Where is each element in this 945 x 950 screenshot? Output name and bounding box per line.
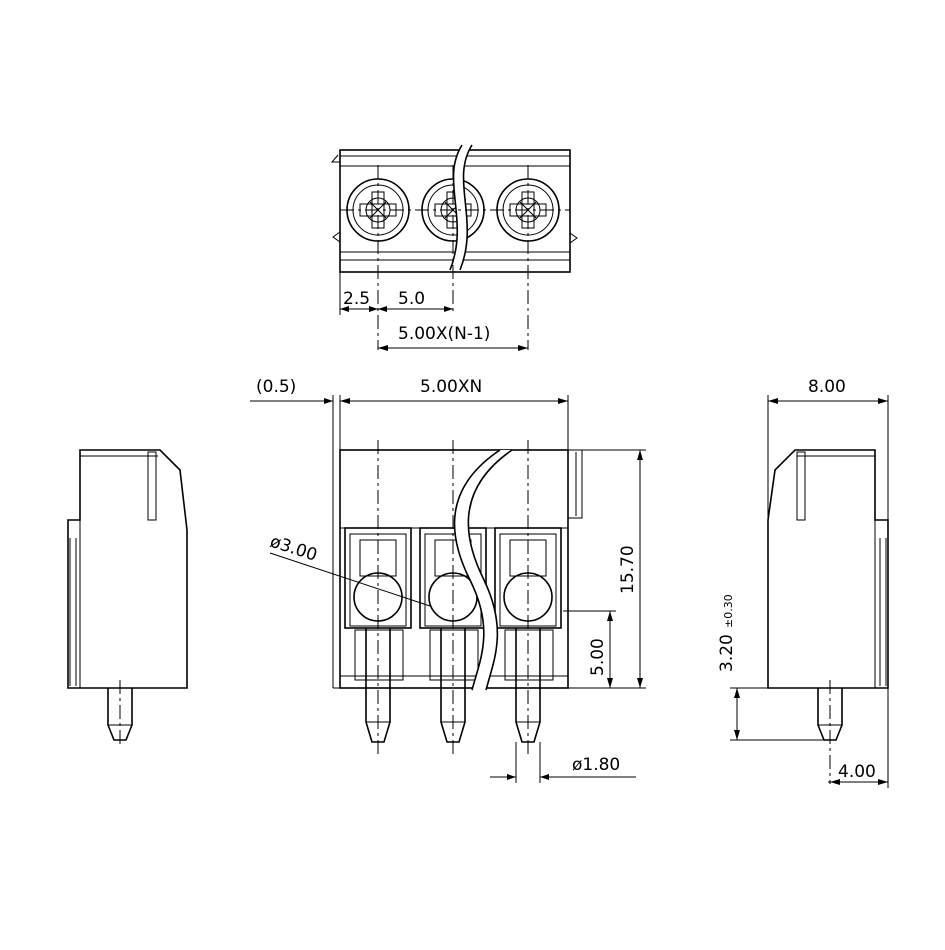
front-break-line-2	[467, 449, 513, 691]
dim-half-pitch: 2.5	[343, 289, 370, 309]
left-side-view	[67, 449, 188, 748]
top-view: 2.5 5.0 5.00X(N-1)	[330, 144, 578, 351]
top-break-line-2	[459, 144, 473, 271]
dim-pitch: 5.0	[398, 289, 425, 309]
dim-offset: (0.5)	[256, 377, 296, 397]
top-view-outline	[339, 149, 571, 273]
front-break-line-1	[453, 449, 501, 691]
front-view-outline	[339, 449, 569, 689]
left-side-outline	[67, 449, 188, 689]
dim-pin-diameter: ø1.80	[572, 755, 620, 775]
dim-pitch-span: 5.00X(N-1)	[398, 324, 490, 344]
right-side-view: 8.00 3.20 ±0.30 4.00	[717, 377, 889, 788]
dim-overall-width: 5.00XN	[420, 377, 482, 397]
dim-side-depth: 8.00	[808, 377, 846, 397]
right-side-outline	[767, 449, 889, 689]
dim-pin-height: 5.00	[588, 638, 608, 676]
dim-pin-length: 3.20	[717, 634, 737, 672]
front-view: (0.5) 5.00XN 15.70 5.00 ø3.00 ø1.80	[250, 377, 646, 783]
dim-body-height: 15.70	[618, 545, 638, 594]
top-left-notch	[330, 154, 340, 163]
top-break-line-1	[449, 144, 463, 271]
dim-pin-offset: 4.00	[838, 762, 876, 782]
dim-pin-length-tolerance: ±0.30	[722, 594, 735, 628]
